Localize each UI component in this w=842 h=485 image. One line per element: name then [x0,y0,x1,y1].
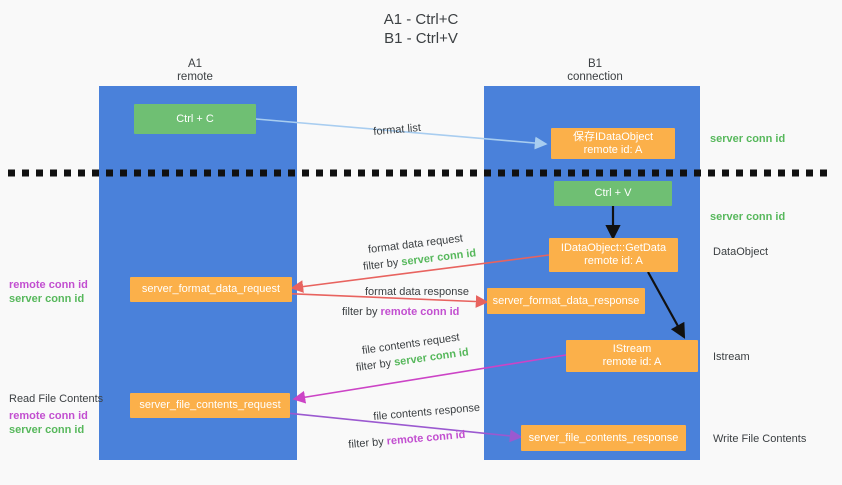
title-line-1: A1 - Ctrl+C [383,11,459,28]
annotation-dataobject: DataObject [713,246,769,258]
lane-header-a1: A1 remote [120,58,270,84]
box-server-file-contents-response-label: server_file_contents_response [528,431,679,444]
box-idataobject-getdata-line2: remote id: A [584,255,643,267]
edge-filter-file-contents-response-key: remote conn id [386,428,466,448]
lane-header-b1: B1 connection [520,58,670,84]
box-server-file-contents-request[interactable]: server_file_contents_request [130,393,290,418]
lane-b1-sub: connection [567,71,623,83]
edge-filter-file-contents-response-prefix: filter by [347,435,385,452]
lane-a1-sub: remote [177,71,213,83]
annotation-format-data-conn-ids: remote conn id server conn id [9,278,88,306]
box-istream-line2: remote id: A [602,356,662,368]
edge-label-format-data-response-text: format data response [365,286,469,298]
box-save-idataobject[interactable]: 保存IDataObject remote id: A [551,128,675,159]
annotation-write-file-contents: Write File Contents [713,433,807,445]
edge-label-file-contents-response-text: file contents response [372,401,481,424]
box-save-idataobject-line2: remote id: A [583,143,643,156]
box-istream[interactable]: IStream remote id: A [566,340,698,372]
lane-b1-name: B1 [587,58,603,70]
edge-filter-format-data-response-prefix: filter by [342,306,378,318]
annotation-read-file-contents-server-conn-id: server conn id [9,424,85,436]
box-server-file-contents-request-label: server_file_contents_request [139,399,281,411]
box-idataobject-getdata[interactable]: IDataObject::GetData remote id: A [549,238,678,272]
box-idataobject-getdata-line1: IDataObject::GetData [560,242,667,254]
edge-filter-format-data-response-key: remote conn id [380,306,460,318]
annotation-format-data-remote-conn-id: remote conn id [9,279,88,291]
annotation-server-conn-id-mid: server conn id [710,211,786,223]
box-server-format-data-request[interactable]: server_format_data_request [130,277,292,302]
lane-a1-name: A1 [187,58,203,70]
box-server-format-data-response[interactable]: server_format_data_response [487,288,645,314]
edge-label-file-contents-response: file contents response [373,401,481,424]
box-save-idataobject-line1: 保存IDataObject [572,130,654,143]
annotation-read-file-contents: Read File Contents remote conn id server… [9,392,103,437]
box-ctrl-c-label: Ctrl + C [176,112,214,125]
edge-filter-file-contents-request-prefix: filter by [355,357,392,375]
annotation-format-data-server-conn-id: server conn id [9,293,85,305]
edge-label-format-list: format list [372,121,422,139]
title-line-2: B1 - Ctrl+V [384,30,458,47]
edge-label-format-data-response: format data response [365,285,469,299]
annotation-read-file-contents-remote-conn-id: remote conn id [9,410,88,422]
edge-filter-file-contents-response: filter by remote conn id [348,428,466,452]
box-server-file-contents-response[interactable]: server_file_contents_response [521,425,686,451]
box-ctrl-c[interactable]: Ctrl + C [134,104,256,134]
box-server-format-data-request-label: server_format_data_request [141,283,281,295]
annotation-server-conn-id-top: server conn id [710,133,786,145]
box-ctrl-v[interactable]: Ctrl + V [554,181,672,206]
box-istream-line1: IStream [612,343,652,355]
edge-filter-format-data-response: filter by remote conn id [342,305,459,319]
edge-filter-format-data-request-prefix: filter by [362,256,400,274]
annotation-read-file-contents-heading: Read File Contents [9,393,104,405]
page-title: A1 - Ctrl+C B1 - Ctrl+V [0,10,842,48]
box-server-format-data-response-label: server_format_data_response [492,294,640,307]
annotation-istream: Istream [713,351,750,363]
box-ctrl-v-label: Ctrl + V [594,187,632,199]
